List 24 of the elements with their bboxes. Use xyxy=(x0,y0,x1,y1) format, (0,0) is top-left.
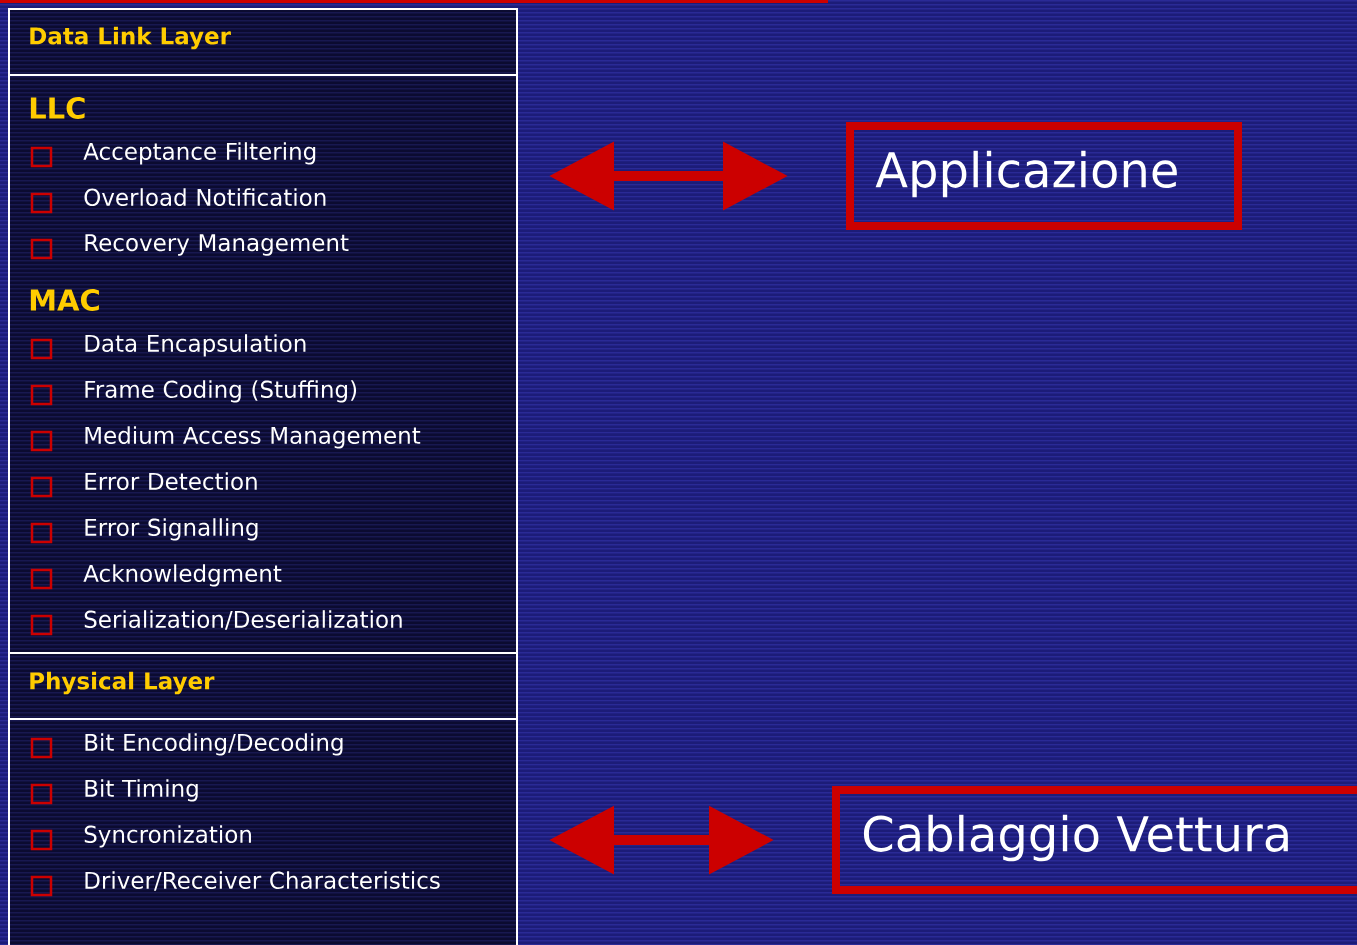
section-heading: Physical Layer xyxy=(30,671,215,695)
list-item: Acknowledgment xyxy=(83,564,282,587)
section-box xyxy=(8,8,518,76)
list-item: Overload Notification xyxy=(84,188,326,206)
label-box: Applicazione xyxy=(846,122,1242,230)
label-box: Cablaggio Vettura xyxy=(832,786,1357,894)
list-item: Acceptance Filtering xyxy=(83,142,316,165)
group-heading: MAC xyxy=(30,289,99,311)
list-item: Error Signalling xyxy=(85,518,258,541)
list-item: Medium Access Management xyxy=(85,426,421,449)
list-item: Data Encapsulation xyxy=(85,334,306,357)
list-item: Error Detection xyxy=(85,472,257,490)
list-item: Syncronization xyxy=(84,825,251,848)
list-item: Recovery Management xyxy=(85,234,349,256)
list-item: Driver/Receiver Characteristics xyxy=(85,871,440,891)
section-box xyxy=(8,652,518,720)
group-heading: LLC xyxy=(30,97,85,119)
layer-panel xyxy=(8,74,518,654)
list-item: Serialization/Deserialization xyxy=(84,610,402,630)
list-item: Bit Timing xyxy=(85,779,198,802)
section-heading: Data Link Layer xyxy=(30,26,231,50)
list-item: Bit Encoding/Decoding xyxy=(85,733,343,756)
layer-panel xyxy=(8,718,518,945)
list-item: Frame Coding (Stuffing) xyxy=(85,380,357,403)
